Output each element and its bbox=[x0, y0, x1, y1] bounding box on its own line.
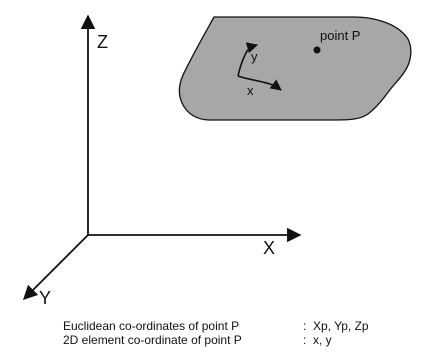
caption-euclidean-label: Euclidean co-ordinates of point P bbox=[63, 319, 240, 333]
local-y-axis-curve bbox=[237, 42, 259, 77]
local-y-label: y bbox=[251, 49, 258, 64]
axes-group: Z X Y bbox=[22, 14, 302, 308]
caption-line-euclidean: Euclidean co-ordinates of point P : Xp, … bbox=[63, 319, 423, 333]
surface-element bbox=[178, 16, 412, 121]
local-x-axis-curve bbox=[237, 75, 282, 91]
caption-euclidean-value: Xp, Yp, Zp bbox=[313, 319, 369, 333]
coordinate-caption: Euclidean co-ordinates of point P : Xp, … bbox=[63, 319, 423, 347]
caption-line-element: 2D element co-ordinate of point P : x, y bbox=[63, 333, 423, 347]
y-axis-line bbox=[22, 234, 89, 301]
local-x-label: x bbox=[247, 83, 254, 98]
caption-element-label: 2D element co-ordinate of point P bbox=[63, 333, 242, 347]
surface-group: point P y x bbox=[178, 16, 412, 121]
caption-element-value: x, y bbox=[313, 333, 332, 347]
caption-separator: : bbox=[303, 333, 307, 347]
point-p-marker bbox=[313, 46, 321, 54]
y-axis-label: Y bbox=[39, 288, 51, 308]
caption-separator: : bbox=[303, 319, 307, 333]
z-axis-label: Z bbox=[97, 32, 108, 52]
x-axis-label: X bbox=[263, 238, 275, 258]
point-p-label: point P bbox=[320, 28, 360, 43]
